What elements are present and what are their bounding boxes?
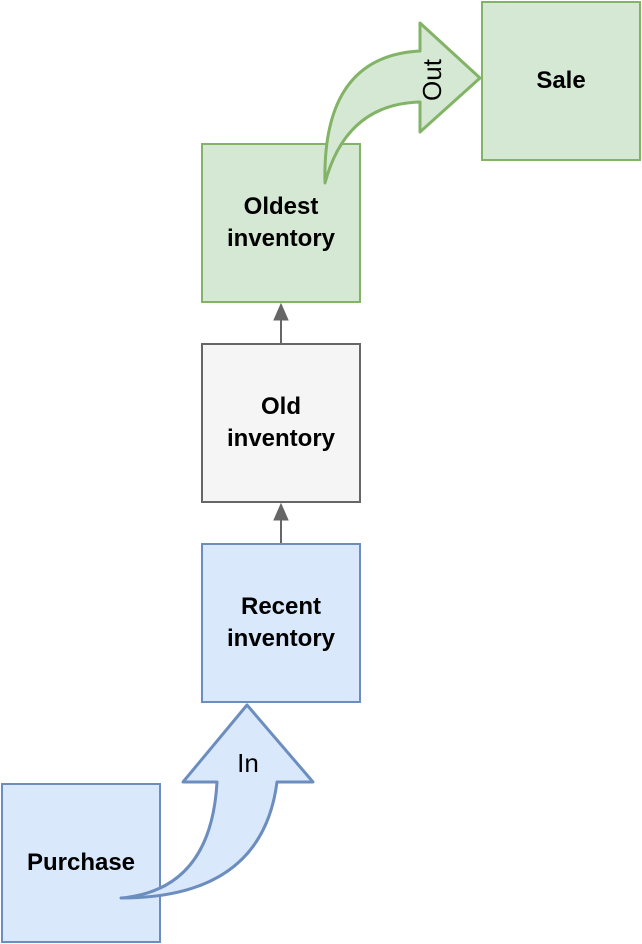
out-curved-arrow: Out bbox=[323, 21, 482, 185]
recent-inventory-label: Recent inventory bbox=[226, 593, 336, 652]
out-arrow-label: Out bbox=[417, 58, 447, 101]
in-curved-arrow: In bbox=[119, 703, 315, 900]
connector-old-to-oldest bbox=[273, 302, 289, 343]
purchase-label: Purchase bbox=[26, 849, 136, 876]
purchase-node[interactable]: Purchase bbox=[1, 783, 161, 943]
old-inventory-node[interactable]: Old inventory bbox=[201, 343, 361, 503]
sale-label: Sale bbox=[536, 67, 586, 94]
old-inventory-label: Old inventory bbox=[226, 393, 336, 452]
oldest-inventory-node[interactable]: Oldest inventory bbox=[201, 143, 361, 303]
in-arrow-label: In bbox=[237, 748, 259, 778]
connector-recent-to-old bbox=[273, 502, 289, 543]
recent-inventory-node[interactable]: Recent inventory bbox=[201, 543, 361, 703]
sale-node[interactable]: Sale bbox=[481, 1, 641, 161]
oldest-inventory-label: Oldest inventory bbox=[226, 193, 336, 252]
